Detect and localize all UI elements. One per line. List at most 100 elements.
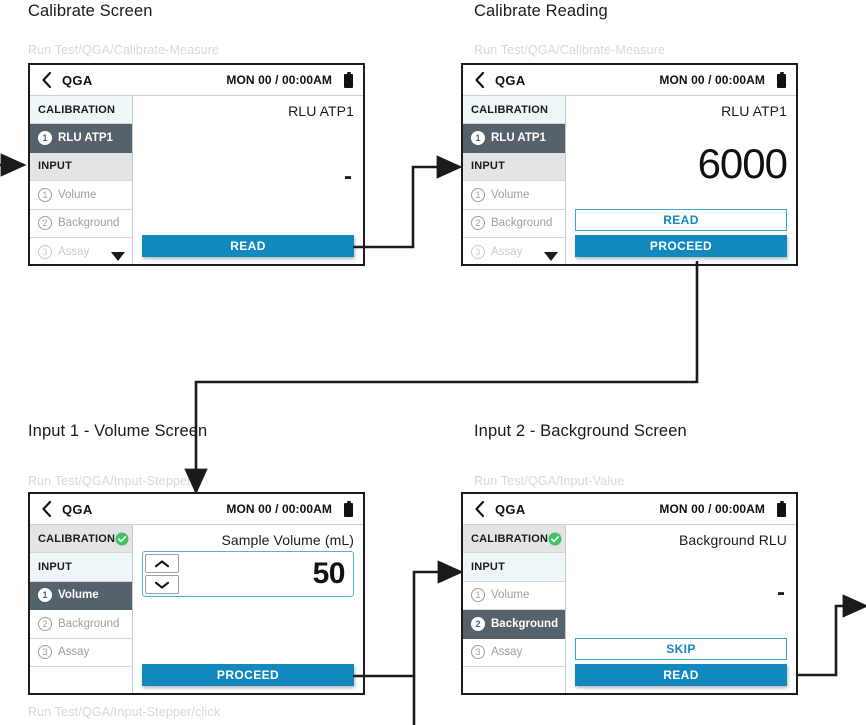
sidebar-item-assay[interactable]: 3 Assay [30,238,132,264]
reading-label: RLU ATP1 [288,103,354,119]
proceed-button[interactable]: PROCEED [575,235,787,257]
sidebar-item-label: Background [58,217,120,230]
panel-breadcrumb: Run Test/QGA/Calibrate-Measure [28,43,220,57]
sidebar-item-label: Volume [58,188,97,201]
skip-button[interactable]: SKIP [575,638,787,660]
panel-title: Input 2 - Background Screen [474,422,687,440]
stepper-decrement-button[interactable] [145,575,179,594]
device-brand: QGA [495,501,526,517]
panel-title: Input 1 - Volume Screen [28,422,208,440]
status-time: MON 00 / 00:00AM [659,502,765,516]
stepper-value: 50 [312,557,346,590]
sidebar-item-rlu-atp1[interactable]: 1 RLU ATP1 [30,124,132,153]
chevron-left-icon[interactable] [40,500,53,518]
sidebar-section-calibration[interactable]: CALIBRATION [463,525,565,554]
chevron-left-icon[interactable] [473,500,486,518]
step-badge: 3 [471,645,485,660]
step-badge: 2 [471,616,485,631]
read-button[interactable]: READ [142,235,354,257]
sidebar-item-label: Assay [491,646,523,659]
status-time: MON 00 / 00:00AM [226,502,332,516]
chevron-down-icon [154,581,170,589]
sidebar-section-calibration[interactable]: CALIBRATION [30,525,132,554]
sidebar-section-calibration[interactable]: CALIBRATION [463,96,565,125]
device-sidebar: CALIBRATION INPUT 1 Volume 2 Background [463,525,566,693]
sidebar-item-assay[interactable]: 3 Assay [463,639,565,667]
sidebar-item-background[interactable]: 2 Background [30,210,132,238]
sidebar-item-assay[interactable]: 3 Assay [30,639,132,667]
sidebar-section-label: INPUT [471,561,505,574]
step-badge: 3 [38,244,52,259]
sidebar-item-assay[interactable]: 3 Assay [463,238,565,264]
panel-title: Calibrate Reading [474,2,608,20]
device-body: CALIBRATION 1 RLU ATP1 INPUT 1 Volume 2 … [30,96,363,264]
input-label: Sample Volume (mL) [221,532,354,548]
step-badge: 1 [38,187,52,202]
device-header: QGA MON 00 / 00:00AM [30,65,363,96]
reading-value: 6000 [697,140,788,187]
step-badge: 3 [38,645,52,660]
device-header: QGA MON 00 / 00:00AM [30,494,363,525]
sidebar-filler [463,666,565,693]
step-badge: 2 [38,216,52,231]
quantity-stepper[interactable]: 50 [142,551,354,597]
device-body: CALIBRATION 1 RLU ATP1 INPUT 1 Volume 2 … [463,96,796,264]
chevron-up-icon [154,559,170,567]
step-badge: 1 [38,588,52,603]
caret-down-icon[interactable] [544,252,558,261]
reading-label: Background RLU [678,532,787,548]
sidebar-section-calibration[interactable]: CALIBRATION [30,96,132,125]
caret-down-icon[interactable] [111,252,125,261]
sidebar-item-background[interactable]: 2 Background [463,610,565,639]
panel-breadcrumb: Run Test/QGA/Input-Stepper [28,474,192,488]
wire-panel3-to-panel4 [353,560,464,678]
battery-icon [777,72,786,88]
panel-breadcrumb: Run Test/QGA/Calibrate-Measure [474,43,666,57]
step-badge: 1 [38,131,52,146]
chevron-left-icon[interactable] [473,71,486,89]
stepper-increment-button[interactable] [145,554,179,573]
sidebar-section-label: INPUT [38,160,72,173]
proceed-button[interactable]: PROCEED [142,664,354,686]
device-brand: QGA [495,72,526,88]
sidebar-section-input[interactable]: INPUT [30,553,132,582]
reading-value: - [344,163,352,191]
sidebar-item-background[interactable]: 2 Background [463,210,565,238]
content-spacer [142,597,354,664]
device-body: CALIBRATION INPUT 1 Volume 2 Background [463,525,796,693]
read-button[interactable]: READ [575,209,787,231]
sidebar-section-input[interactable]: INPUT [463,152,565,182]
device-content: Background RLU - SKIP READ [566,525,796,693]
device-input-background: QGA MON 00 / 00:00AM CALIBRATION INPUT 1 [461,492,798,695]
device-sidebar: CALIBRATION 1 RLU ATP1 INPUT 1 Volume 2 … [463,96,566,264]
device-content: RLU ATP1 6000 READ PROCEED [566,96,796,264]
sidebar-item-label: Volume [491,589,530,602]
sidebar-item-volume[interactable]: 1 Volume [30,581,132,611]
chevron-left-icon[interactable] [40,71,53,89]
sidebar-item-volume[interactable]: 1 Volume [30,181,132,210]
sidebar-filler [30,666,132,693]
battery-icon [344,72,353,88]
sidebar-item-volume[interactable]: 1 Volume [463,181,565,210]
sidebar-section-input[interactable]: INPUT [30,152,132,182]
device-brand: QGA [62,72,93,88]
battery-icon [777,501,786,517]
sidebar-section-input[interactable]: INPUT [463,553,565,582]
sidebar-section-label: CALIBRATION [38,532,116,545]
sidebar-item-volume[interactable]: 1 Volume [463,582,565,611]
check-circle-icon [548,532,562,546]
sidebar-item-label: RLU ATP1 [58,132,113,145]
reading-label: RLU ATP1 [721,103,787,119]
step-badge: 1 [471,187,485,202]
check-circle-icon [115,532,129,546]
status-time: MON 00 / 00:00AM [226,73,332,87]
sidebar-item-label: Background [58,617,120,630]
panel-breadcrumb: Run Test/QGA/Input-Value [474,474,625,488]
sidebar-section-label: CALIBRATION [471,103,549,116]
sidebar-item-background[interactable]: 2 Background [30,610,132,639]
read-button[interactable]: READ [575,664,787,686]
device-calibrate-reading: QGA MON 00 / 00:00AM CALIBRATION 1 RLU A… [461,63,798,266]
sidebar-item-rlu-atp1[interactable]: 1 RLU ATP1 [463,124,565,153]
sidebar-section-label: INPUT [38,561,72,574]
